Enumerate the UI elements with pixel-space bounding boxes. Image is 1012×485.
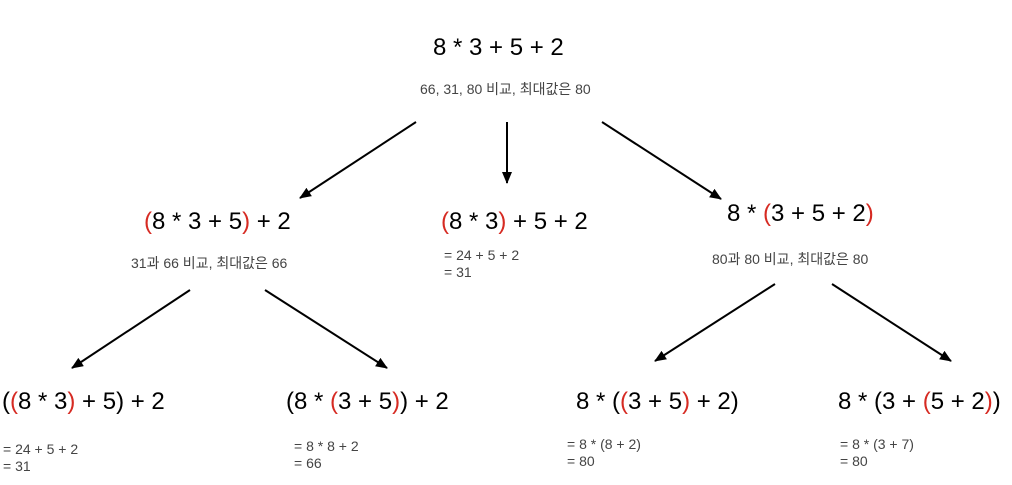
expr-part: + 5 + 2 [506,208,588,235]
l2-b-calculation: = 8 * 8 + 2 = 66 [294,438,359,472]
close-paren: ) [242,208,251,235]
close-paren: ) [682,388,691,415]
arrow-right-to-d [831,283,952,362]
expr-part: 3 + 5 + 2 [771,200,866,227]
root-comparison-note: 66, 31, 80 비교, 최대값은 80 [420,81,591,97]
l1-middle-calculation: = 24 + 5 + 2 = 31 [444,247,519,281]
calc-line: = 66 [294,454,322,471]
open-paren: ( [330,388,339,415]
expr-part: ) + 2 [400,388,449,415]
expr-part: 3 + 5 [628,388,683,415]
expr-part: 5 + 2 [930,388,985,415]
l2-d-calculation: = 8 * (3 + 7) = 80 [840,436,914,470]
expr-part: 8 * 3 [449,208,499,235]
l2-a-calculation: = 24 + 5 + 2 = 31 [3,441,78,475]
open-paren: ( [620,388,629,415]
calc-line: = 24 + 5 + 2 [444,247,520,263]
close-paren: ) [865,200,874,227]
expr-part: 8 * 3 + 5 [152,208,243,235]
l1-right-expression: 8 * (3 + 5 + 2) [727,202,874,226]
arrow-root-to-left [299,121,417,199]
calc-line: = 31 [444,263,472,280]
expr-part: + 2 [250,208,291,235]
expr-part: 8 * 3 [18,388,68,415]
arrow-left-to-b [264,289,388,369]
calc-line: = 80 [567,452,595,469]
expr-part: 3 + 5 [338,388,393,415]
expr-part: + 5) + 2 [75,388,165,415]
l2-c-calculation: = 8 * (8 + 2) = 80 [567,436,641,470]
open-paren: ( [763,200,772,227]
expr-part: ) [992,388,1001,415]
calc-line: = 8 * (8 + 2) [567,436,641,452]
open-paren: ( [144,208,152,235]
close-paren: ) [67,388,76,415]
open-paren: ( [10,388,18,415]
arrow-root-to-right [601,121,722,200]
close-paren: ) [392,388,401,415]
l2-d-expression: 8 * (3 + (5 + 2)) [838,390,1001,414]
open-paren: ( [441,208,449,235]
close-paren: ) [498,208,507,235]
expr-part: 8 * (3 + [838,388,923,415]
l1-middle-expression: (8 * 3) + 5 + 2 [441,210,588,234]
close-paren: ) [984,388,993,415]
calc-line: = 8 * 8 + 2 [294,438,359,454]
calc-line: = 31 [3,457,31,474]
l2-a-expression: ((8 * 3) + 5) + 2 [2,390,165,414]
calc-line: = 24 + 5 + 2 [3,441,79,457]
calc-line: = 8 * (3 + 7) [840,436,914,452]
expr-part: ( [2,388,10,415]
arrow-right-to-c [654,283,776,362]
l1-left-comparison-note: 31과 66 비교, 최대값은 66 [131,255,288,271]
expr-part: 8 * ( [576,388,621,415]
l1-left-expression: (8 * 3 + 5) + 2 [144,210,291,234]
expr-part: (8 * [286,388,331,415]
open-paren: ( [922,388,931,415]
l1-right-comparison-note: 80과 80 비교, 최대값은 80 [712,251,869,267]
expr-part: 8 * 3 + 5 + 2 [433,34,564,61]
expr-part: 8 * [727,200,764,227]
calc-line: = 80 [840,452,868,469]
expr-part: + 2) [690,388,739,415]
root-expression: 8 * 3 + 5 + 2 [433,36,564,60]
l2-b-expression: (8 * (3 + 5)) + 2 [286,390,449,414]
l2-c-expression: 8 * ((3 + 5) + 2) [576,390,739,414]
arrow-left-to-a [71,289,191,369]
